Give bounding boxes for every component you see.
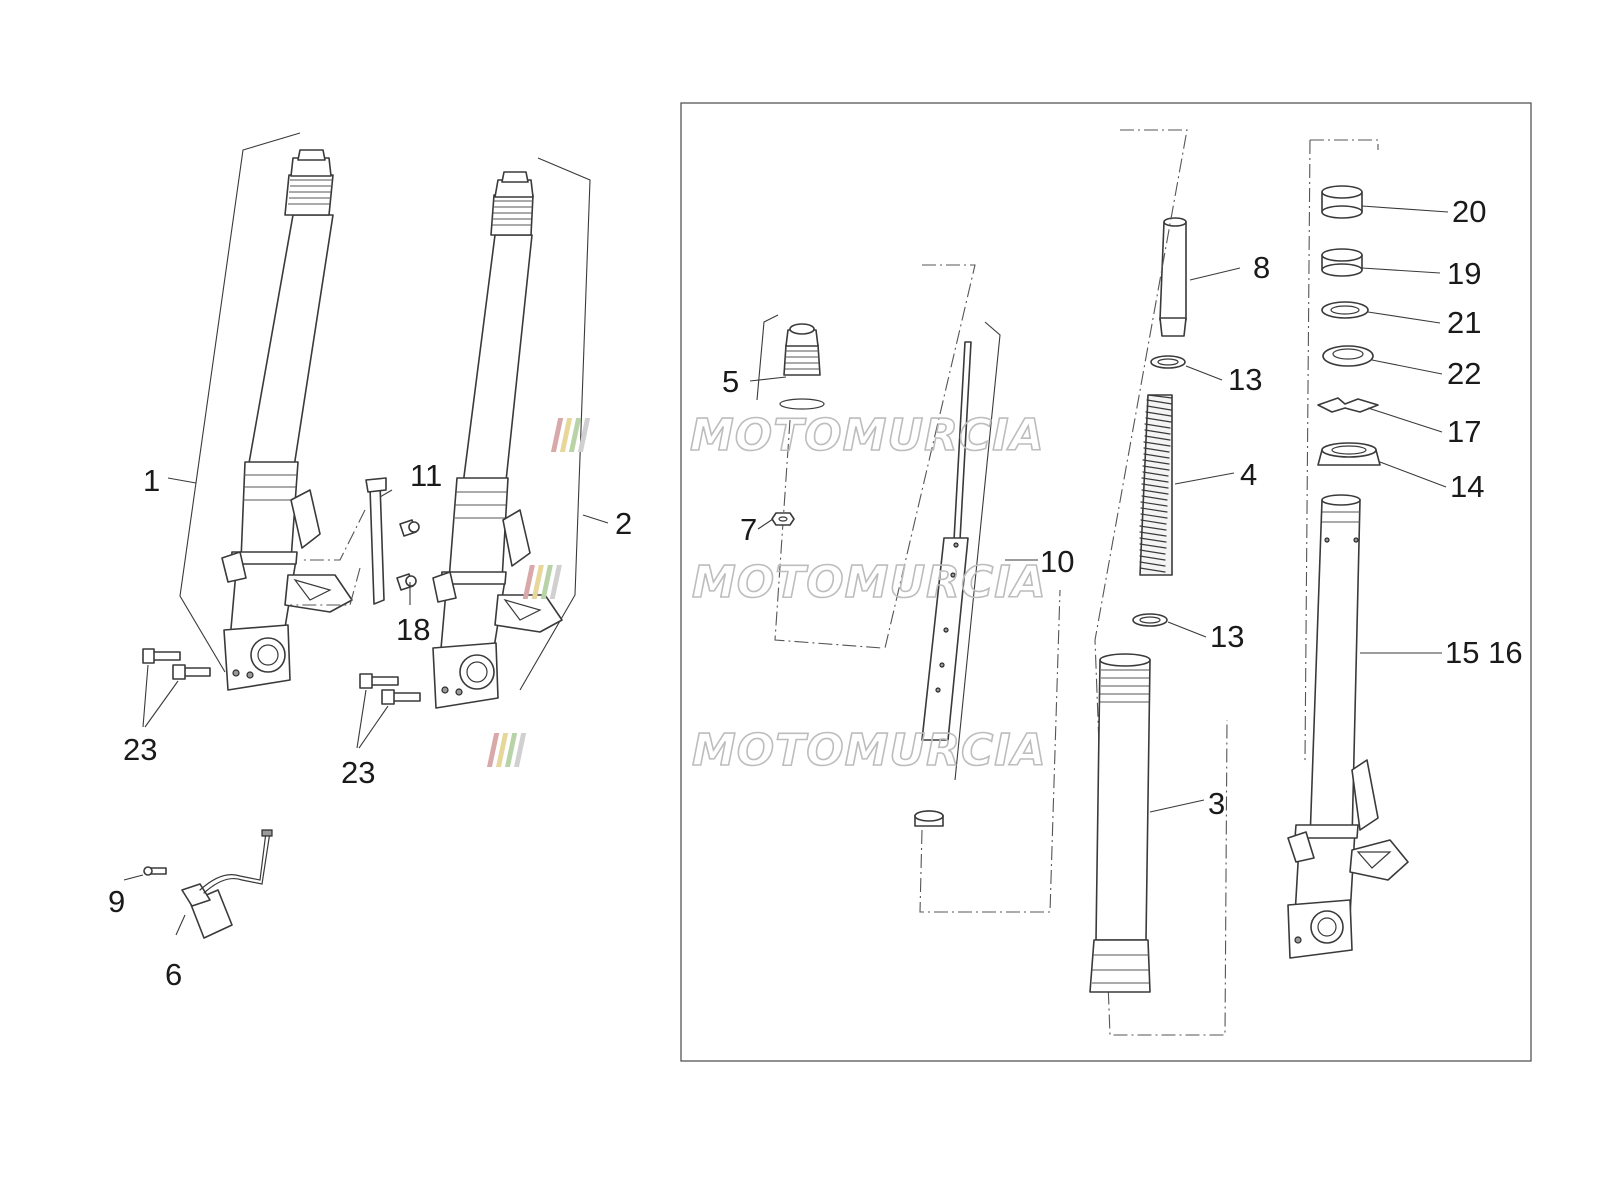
label-10: 10: [1040, 544, 1074, 579]
label-23-right: 23: [341, 755, 375, 790]
stanchion-frame: [1304, 139, 1379, 761]
watermark-middle: MOTOMURCIA: [522, 556, 1047, 609]
label-7: 7: [740, 512, 757, 547]
fork-leg-left-assembly: [179, 132, 353, 691]
label-2: 2: [615, 506, 632, 541]
label-9: 9: [108, 884, 125, 919]
label-6: 6: [165, 957, 182, 992]
washer-upper: [1150, 355, 1186, 369]
label-5: 5: [722, 364, 739, 399]
label-22: 22: [1447, 356, 1481, 391]
watermark-text: MOTOMURCIA: [692, 557, 1047, 608]
fork-leg-right-assembly: [432, 157, 591, 709]
label-13-upper: 13: [1228, 362, 1262, 397]
dust-seal: [1321, 185, 1363, 219]
fork-spring: [1139, 394, 1173, 576]
inner-stanchion-tube: [1287, 494, 1409, 959]
watermark-text: MOTOMURCIA: [692, 725, 1047, 776]
label-21: 21: [1447, 305, 1481, 340]
label-14: 14: [1450, 469, 1484, 504]
label-8: 8: [1253, 250, 1270, 285]
label-18: 18: [396, 612, 430, 647]
watermark-text: MOTOMURCIA: [690, 410, 1045, 461]
bushing: [1317, 442, 1381, 466]
screw-11: [399, 519, 420, 537]
watermark-top: MOTOMURCIA: [550, 409, 1045, 462]
label-1: 1: [143, 463, 160, 498]
label-19: 19: [1447, 256, 1481, 291]
label-23-left: 23: [123, 732, 157, 767]
sensor-screw: [123, 866, 186, 936]
label-3: 3: [1208, 786, 1225, 821]
wheel-speed-sensor: [181, 829, 273, 939]
outer-slider-tube: [1089, 653, 1151, 993]
leader-lines: [167, 205, 1449, 813]
label-4: 4: [1240, 457, 1257, 492]
axle-pinch-bolts-left: [142, 648, 211, 728]
label-17: 17: [1447, 414, 1481, 449]
stop-ring: [1317, 397, 1379, 413]
sensor-wire-bracket: [290, 477, 387, 606]
lock-nut: [771, 512, 795, 526]
washer-lower: [1132, 613, 1168, 627]
axle-pinch-bolts-right: [356, 673, 421, 749]
washer-21: [1321, 301, 1369, 319]
top-cap: [756, 314, 883, 649]
watermark-bottom: MOTOMURCIA: [486, 724, 1047, 777]
damper-cartridge: [884, 264, 1061, 913]
label-13-lower: 13: [1210, 619, 1244, 654]
spacer-tube: [1159, 217, 1187, 337]
exploded-view-frame: [680, 102, 1532, 1062]
oil-seal: [1322, 345, 1374, 367]
inner-stack-frame: [1094, 129, 1228, 1036]
callout-labels: 1 2 3 4 5 6 7 8 9 10 11 13 13 14 15 16 1…: [108, 194, 1523, 992]
clip-ring: [1321, 248, 1363, 277]
label-15-16: 15 16: [1445, 635, 1523, 670]
screw-18: [396, 573, 417, 591]
label-20: 20: [1452, 194, 1486, 229]
label-11: 11: [410, 458, 442, 493]
